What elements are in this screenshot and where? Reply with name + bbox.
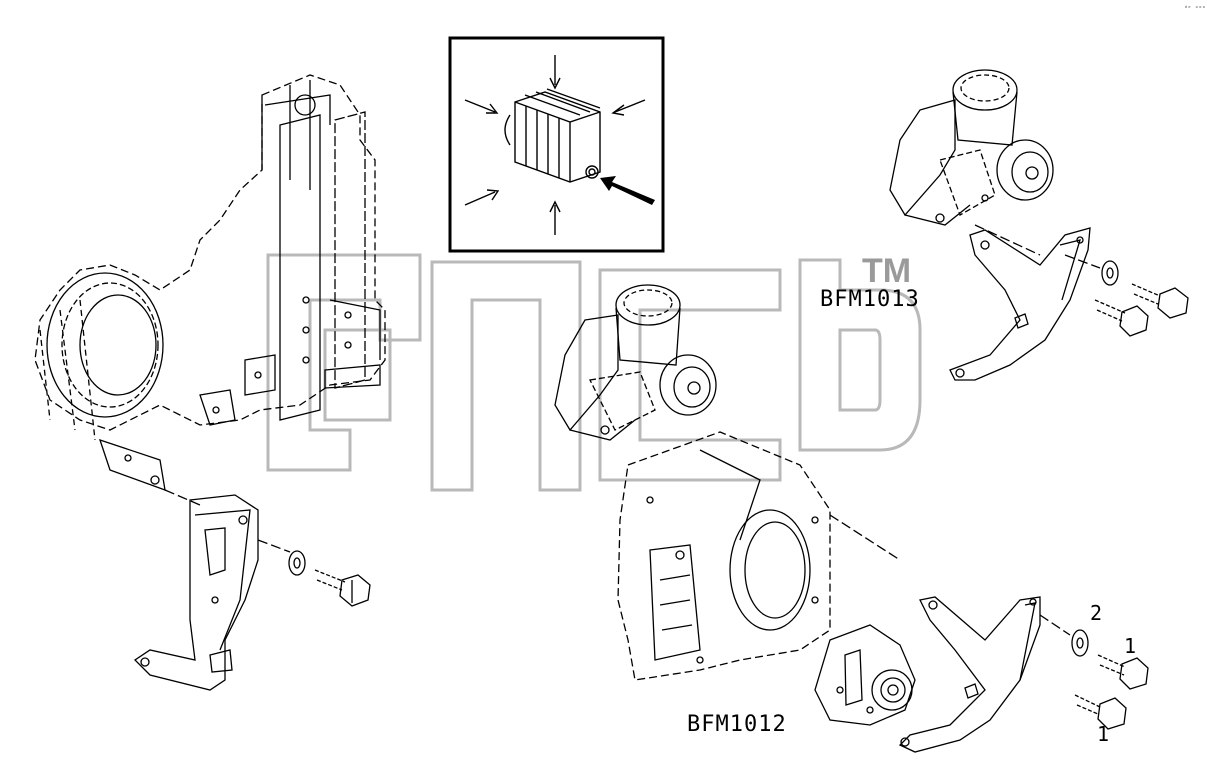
callout-washer: 2 [1090, 601, 1103, 625]
model-label-bfm1013: BFM1013 [820, 287, 920, 312]
hydraulic-pump-lower [814, 624, 916, 726]
bolt-upper-right-a [1131, 283, 1189, 319]
watermark-logo [266, 253, 922, 492]
corner-mark: ᵈᵉ ᵒᵒᵒ [1184, 5, 1206, 12]
washer-lower-right [1071, 629, 1089, 657]
bracket-upper-right [949, 227, 1101, 381]
hydraulic-pump-upper [889, 69, 1054, 256]
washer-left [288, 550, 306, 576]
washer-upper-right [1101, 260, 1119, 286]
watermark-trademark: TM [862, 252, 911, 290]
oil-cooler-airflow-icon [448, 36, 665, 253]
hydraulic-pump-middle [554, 284, 717, 441]
bracket-left [133, 494, 291, 691]
model-label-bfm1012: BFM1012 [687, 712, 787, 737]
engine-block-left [34, 74, 386, 506]
callout-bolt-upper: 1 [1124, 634, 1137, 658]
bolt-lower-right-b [1074, 694, 1127, 730]
callout-bolt-lower: 1 [1097, 722, 1110, 746]
bolt-left [314, 569, 371, 607]
timing-cover-lower [617, 431, 901, 681]
bolt-lower-right-a [1097, 654, 1149, 690]
bracket-lower-right [898, 596, 1071, 753]
bolt-upper-right-b [1094, 299, 1149, 337]
